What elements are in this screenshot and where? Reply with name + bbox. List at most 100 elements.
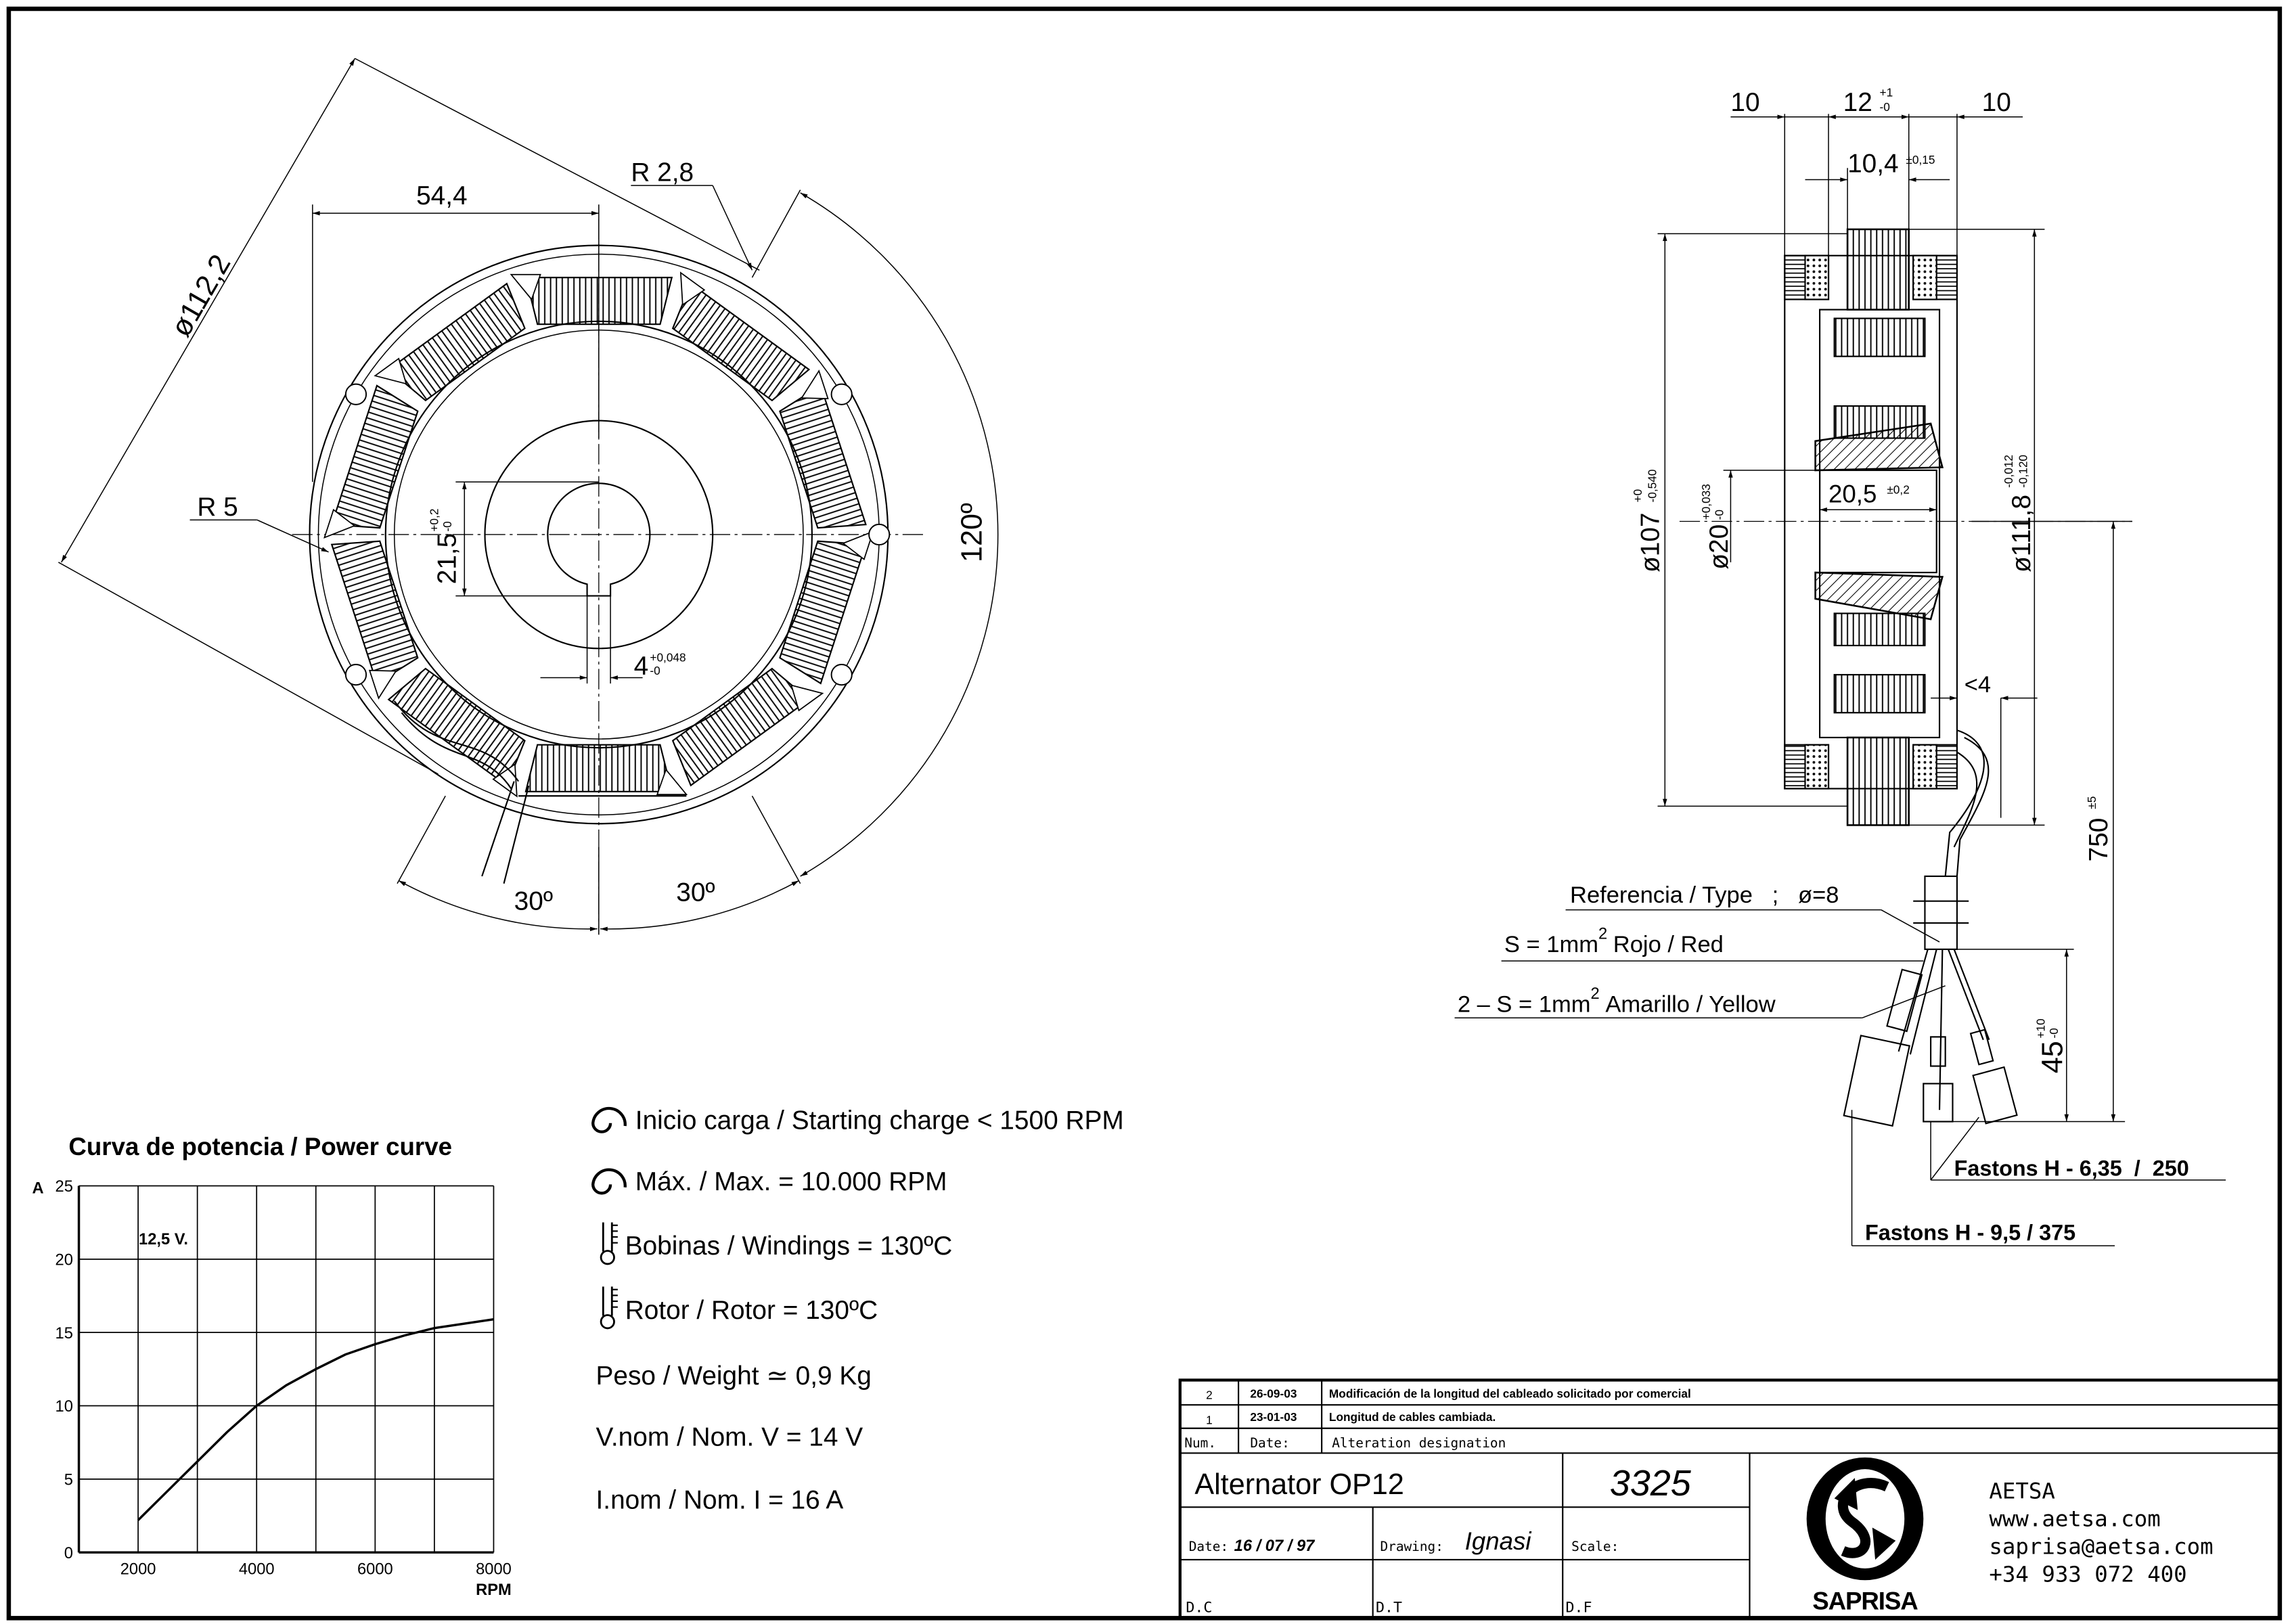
x-tick-label: 6000: [357, 1561, 393, 1579]
dim-angle-120: 120º: [956, 503, 988, 562]
faston-large-label: Fastons H - 9,5 / 375: [1865, 1220, 2075, 1244]
specifications-list: Inicio carga / Starting charge < 1500 RP…: [591, 1106, 1124, 1514]
dc-label: D.C: [1186, 1600, 1212, 1617]
notch: [344, 383, 367, 405]
scale-label: Scale:: [1571, 1539, 1619, 1554]
x-tick-label: 8000: [476, 1561, 512, 1579]
spec-text: Rotor / Rotor = 130ºC: [625, 1296, 878, 1325]
spec-text: I.nom / Nom. I = 16 A: [596, 1485, 844, 1514]
dim-key-tol-minus: -0: [650, 664, 660, 677]
svg-text:1: 1: [1206, 1413, 1213, 1426]
header-num: Num.: [1184, 1435, 1216, 1451]
y-tick-label: 15: [55, 1325, 73, 1343]
faston-small-label: Fastons H - 6,35 / 250: [1954, 1156, 2189, 1180]
y-tick-label: 5: [64, 1471, 73, 1489]
thermometer-icon: [600, 1222, 618, 1265]
company-website[interactable]: www.aetsa.com: [1989, 1506, 2160, 1531]
rotation-icon: [591, 1106, 627, 1133]
svg-text:23-01-03: 23-01-03: [1250, 1410, 1297, 1424]
hub-section-top: [1814, 422, 1944, 472]
stator-coil: [330, 540, 419, 700]
stator-coil: [323, 384, 419, 539]
series-line: [137, 1317, 494, 1521]
company-email[interactable]: saprisa@aetsa.com: [1989, 1533, 2213, 1559]
notch: [868, 523, 891, 546]
date-value: 16 / 07 / 97: [1234, 1537, 1316, 1555]
sheet-border: [6, 6, 2283, 1621]
spec-item: V.nom / Nom. V = 14 V: [596, 1423, 863, 1452]
cable-reference-label: Referencia / Type ; ø=8: [1570, 882, 1839, 908]
dim-r5: R 5: [197, 493, 238, 522]
dim-d107-tol-minus: -0,540: [1645, 470, 1659, 503]
svg-text:Modificación de la longitud de: Modificación de la longitud del cableado…: [1329, 1386, 1691, 1400]
revision-row: 2 26-09-03 Modificación de la longitud d…: [1206, 1386, 1691, 1401]
power-curve-chart: Curva de potencia / Power curve A RPM 12…: [32, 1133, 511, 1599]
stator-core-top: [1846, 228, 1910, 311]
shaft-with-keyway: [547, 482, 651, 597]
y-tick-label: 20: [55, 1251, 73, 1269]
dim-d20-tol-minus: -0: [1713, 510, 1726, 520]
dim-core: 10,4: [1847, 150, 1899, 179]
y-tick-label: 0: [64, 1545, 73, 1562]
thermometer-icon: [600, 1286, 618, 1330]
chart-title: Curva de potencia / Power curve: [68, 1133, 452, 1160]
spec-item: Peso / Weight ≃ 0,9 Kg: [596, 1361, 872, 1391]
notch: [344, 664, 367, 686]
dim-d20-tol-plus: +0,033: [1699, 484, 1713, 520]
spec-item: Rotor / Rotor = 130ºC: [600, 1286, 878, 1330]
dim-angle-30-right: 30º: [676, 878, 715, 907]
chart-y-label: A: [32, 1179, 43, 1197]
spec-item: I.nom / Nom. I = 16 A: [596, 1485, 844, 1514]
df-label: D.F: [1566, 1600, 1592, 1617]
dim-outer-diameter: ø112,2: [164, 249, 237, 342]
y-tick-label: 10: [55, 1398, 73, 1416]
hub-section-bottom: [1814, 571, 1944, 621]
dim-side-center: 12: [1843, 88, 1872, 117]
dt-label: D.T: [1376, 1600, 1402, 1617]
dim-d111-tol-minus: -0,120: [2017, 455, 2030, 488]
rotation-icon: [591, 1168, 627, 1195]
chart-x-label: RPM: [476, 1581, 512, 1599]
spec-text: Máx. / Max. = 10.000 RPM: [635, 1167, 947, 1196]
y-tick-label: 25: [55, 1178, 73, 1196]
side-lead-wires: [1944, 729, 1990, 877]
notch: [830, 664, 853, 686]
side-view: 10 12 +1 -0 10 10,4 ±0,15 ø107 +0 -0,540…: [1454, 86, 2226, 1246]
spec-text: Peso / Weight ≃ 0,9 Kg: [596, 1361, 872, 1391]
header-date: Date:: [1250, 1435, 1289, 1451]
dim-hub: 21,5: [432, 533, 462, 585]
rotor-body: [1818, 309, 1941, 739]
spec-item: Inicio carga / Starting charge < 1500 RP…: [591, 1106, 1124, 1135]
dim-width: 54,4: [416, 181, 468, 210]
lead-wires: [393, 700, 687, 884]
dim-bore: 20,5: [1828, 480, 1877, 508]
spec-text: Inicio carga / Starting charge < 1500 RP…: [635, 1106, 1124, 1135]
dim-45: 45: [2036, 1041, 2069, 1073]
dim-45-tol-plus: +10: [2034, 1018, 2047, 1038]
dim-750-tol: ±5: [2085, 796, 2098, 809]
header-alteration: Alteration designation: [1332, 1435, 1506, 1451]
chart-annotation: 12,5 V.: [139, 1231, 188, 1248]
dim-d111-tol-plus: -0,012: [2002, 455, 2015, 488]
revision-row: 1 23-01-03 Longitud de cables cambiada.: [1206, 1410, 1496, 1426]
stator-coil: [671, 667, 824, 787]
stator-coil: [524, 744, 688, 795]
dim-side-center-tol-plus: +1: [1880, 86, 1893, 99]
faston-small-connector-2: [1969, 1029, 2018, 1125]
dim-bore-tol: ±0,2: [1887, 483, 1909, 497]
saprisa-logo: SAPRISA: [1806, 1457, 1924, 1615]
spec-item: Máx. / Max. = 10.000 RPM: [591, 1167, 947, 1196]
dim-hub-tol-plus: +0,2: [427, 509, 441, 532]
drawing-number: 3325: [1610, 1463, 1692, 1504]
stator-coil: [779, 531, 874, 685]
date-label: Date:: [1189, 1539, 1228, 1554]
front-view: 54,4 ø112,2 R 2,8 R 5 21,5 +0,2 -0 4 +0,…: [58, 58, 999, 935]
x-tick-label: 4000: [239, 1561, 275, 1579]
company-phone: +34 933 072 400: [1989, 1561, 2186, 1587]
dim-key-tol-plus: +0,048: [650, 651, 686, 664]
x-tick-label: 2000: [120, 1561, 156, 1579]
dim-d111: ø111,8: [2007, 495, 2036, 572]
